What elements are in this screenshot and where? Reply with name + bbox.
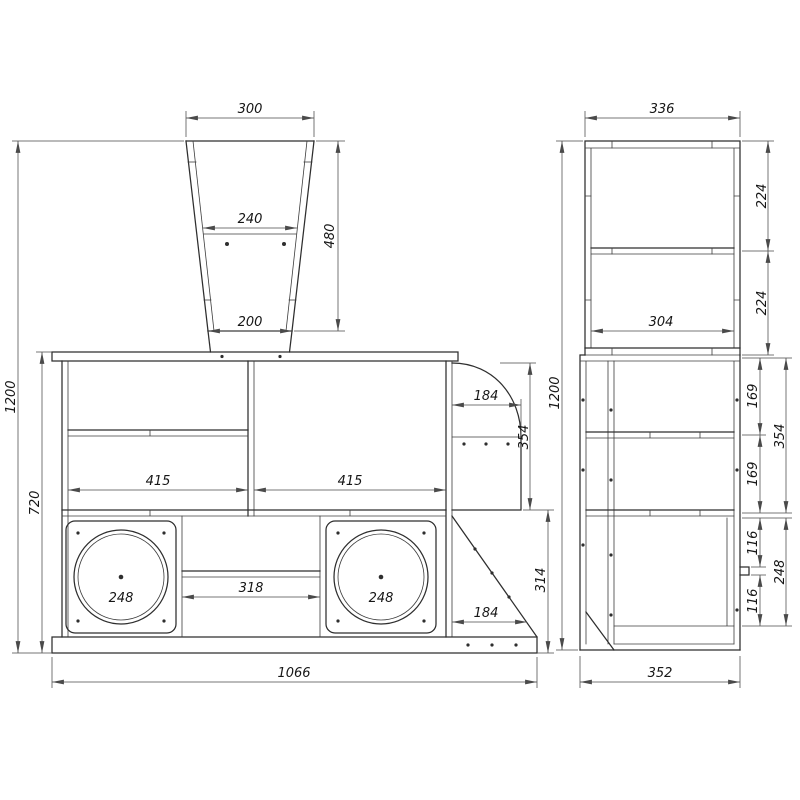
dim-value-mid-upper-height: 169: [746, 384, 761, 409]
dim-value-total-width: 1066: [277, 666, 310, 681]
dim-right-section-width: 415: [253, 474, 446, 493]
dim-drawer-front-height: 248: [742, 518, 792, 627]
dim-lower-shelf-height: 224: [742, 250, 774, 356]
dim-inner-width: 304: [591, 315, 734, 334]
dim-hopper-height: 480: [294, 140, 345, 332]
dim-value-left-hole-diameter: 248: [109, 591, 134, 606]
dim-value-center-section-width: 318: [239, 581, 264, 596]
dim-value-hopper-inner-width: 240: [238, 212, 263, 227]
dim-left-hole-diameter: 248: [109, 591, 134, 606]
dim-value-handle-offset-bottom: 116: [746, 589, 761, 614]
front-dimensions: 300 240 480 200 1200: [4, 102, 554, 688]
cabinet-body: [51, 351, 538, 654]
dim-mid-lower-height: 169: [746, 435, 763, 513]
dim-value-drawer-front-height: 248: [773, 560, 788, 585]
dim-value-right-section-width: 415: [338, 474, 363, 489]
dim-value-inner-width: 304: [649, 315, 674, 330]
dim-mid-section-height: 354: [742, 358, 792, 514]
dim-side-lower-height: 314: [534, 510, 554, 654]
dim-value-side-total-height: 1200: [548, 376, 563, 409]
side-upper-cabinet: [584, 140, 741, 356]
dim-hopper-top-width: 300: [185, 102, 315, 137]
dim-value-hopper-bottom-width: 200: [238, 315, 263, 330]
dim-side-total-height: 1200: [548, 140, 583, 651]
dim-value-mid-section-height: 354: [773, 424, 788, 449]
dim-side-shelf-height: 354: [500, 362, 554, 511]
dim-base-depth: 352: [579, 656, 741, 688]
dim-value-side-lower-depth: 184: [474, 606, 499, 621]
side-dimensions: 336 224 224 304 1200: [548, 102, 792, 688]
dim-value-top-width: 336: [650, 102, 675, 117]
dim-left-section-width: 415: [68, 474, 248, 493]
dim-value-side-shelf-depth: 184: [474, 389, 499, 404]
dim-right-hole-diameter: 248: [369, 591, 394, 606]
dim-center-section-width: 318: [182, 581, 320, 600]
front-view: 300 240 480 200 1200: [4, 102, 554, 688]
dim-hopper-inner-width: 240: [203, 212, 297, 231]
dim-value-mid-lower-height: 169: [746, 462, 761, 487]
dim-value-handle-offset-top: 116: [746, 531, 761, 556]
dim-value-right-hole-diameter: 248: [369, 591, 394, 606]
side-view: 336 224 224 304 1200: [548, 102, 792, 688]
dim-top-width: 336: [584, 102, 741, 137]
dim-value-side-shelf-height: 354: [517, 425, 532, 450]
dim-total-width: 1066: [51, 657, 538, 688]
dim-side-lower-depth: 184: [452, 606, 527, 625]
dim-value-hopper-height: 480: [323, 224, 338, 249]
dim-value-hopper-top-width: 300: [238, 102, 263, 117]
dim-value-base-depth: 352: [648, 666, 673, 681]
dim-value-lower-shelf-height: 224: [755, 291, 770, 316]
dim-total-height: 1200: [4, 140, 184, 654]
side-panel-profile: [451, 362, 538, 638]
dim-hopper-bottom-width: 200: [208, 315, 292, 334]
side-main-body: [579, 354, 750, 651]
dim-value-body-height: 720: [28, 491, 43, 516]
dim-body-height: 720: [28, 351, 52, 653]
dim-upper-shelf-height: 224: [742, 140, 774, 252]
dim-handle-offset-top: 116: [742, 517, 792, 568]
dim-value-total-height: 1200: [4, 380, 19, 413]
door-panels: [65, 515, 437, 638]
dim-mid-upper-height: 169: [742, 357, 792, 436]
dim-value-left-section-width: 415: [146, 474, 171, 489]
dim-handle-offset-bottom: 116: [746, 574, 766, 626]
dim-value-upper-shelf-height: 224: [755, 184, 770, 209]
dim-value-side-lower-height: 314: [534, 568, 549, 593]
dim-side-shelf-depth: 184: [452, 389, 522, 437]
